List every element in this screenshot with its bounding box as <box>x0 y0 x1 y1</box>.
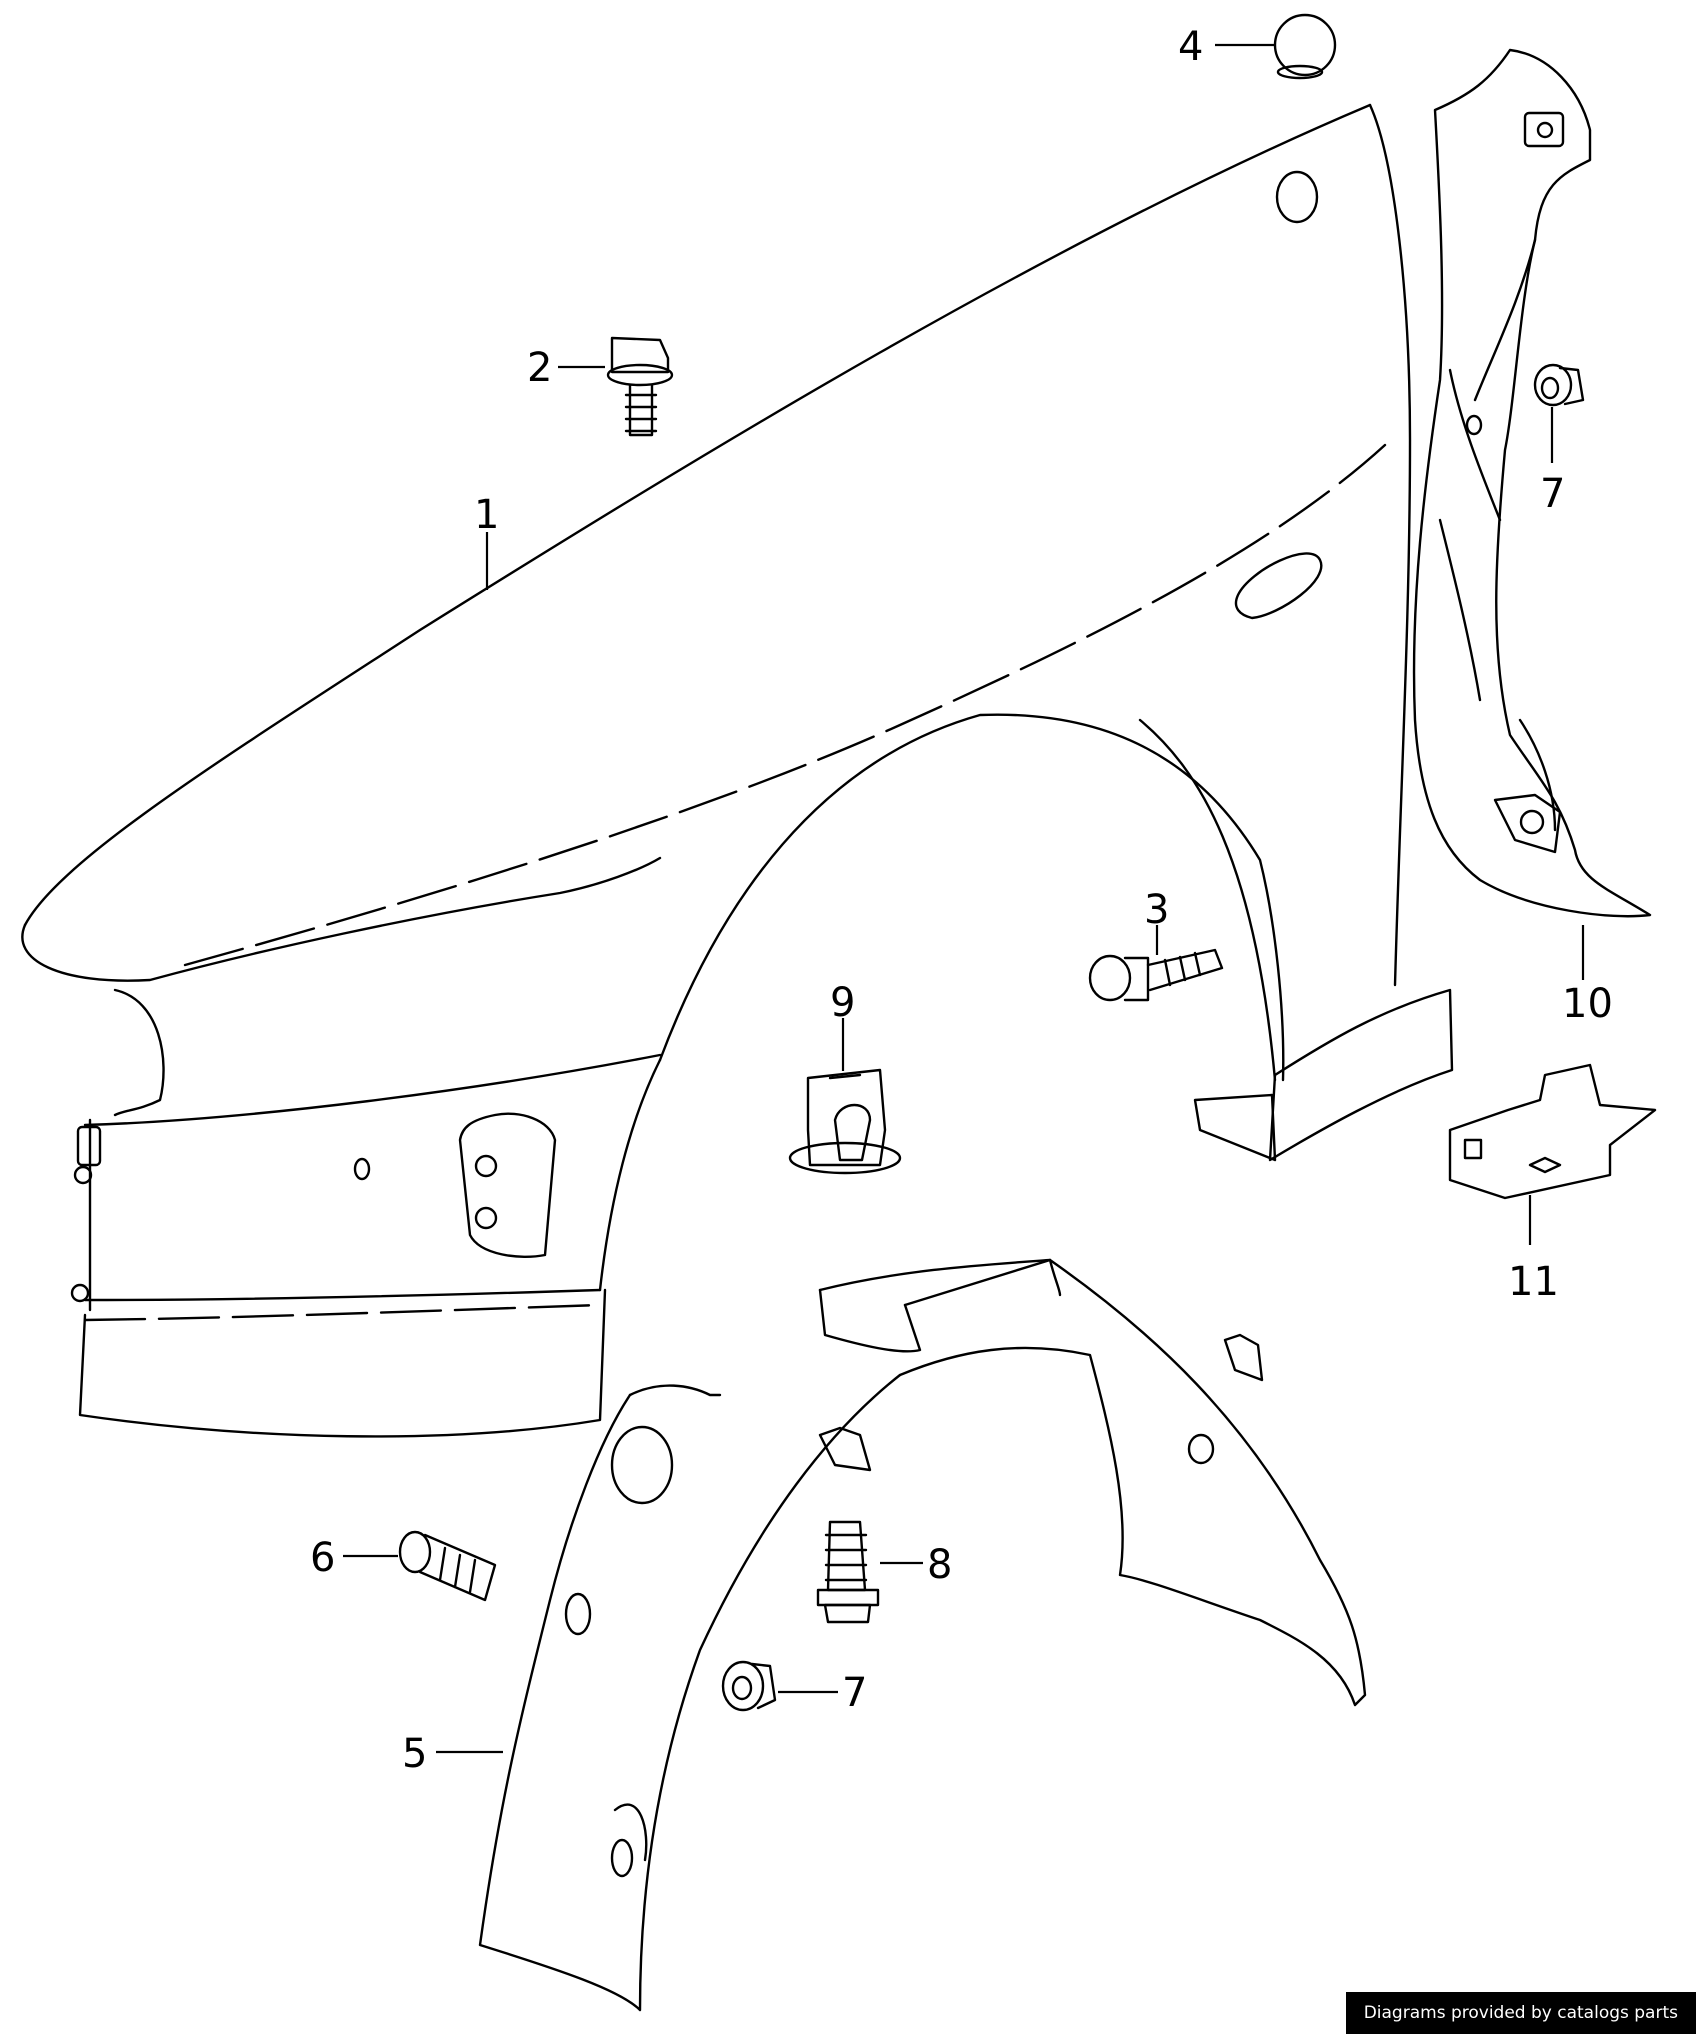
expanding-nut-upper <box>1533 363 1585 407</box>
callout-2: 2 <box>527 345 552 391</box>
callout-6: 6 <box>310 1535 335 1581</box>
callout-labels: 1 2 3 4 5 6 7 7 8 9 10 11 <box>310 24 1613 1777</box>
hex-flange-bolt <box>606 336 674 437</box>
liner-screw <box>816 1520 880 1624</box>
bracket-clip <box>1448 1063 1657 1200</box>
callout-leaders <box>343 43 1585 1754</box>
callout-7-upper: 7 <box>1540 471 1565 517</box>
spring-nut-clip <box>788 1068 902 1175</box>
callout-5: 5 <box>402 1731 427 1777</box>
callout-8: 8 <box>927 1542 952 1588</box>
callout-7-lower: 7 <box>842 1670 867 1716</box>
hex-bolt-3 <box>1088 948 1224 1002</box>
callout-1: 1 <box>474 492 499 538</box>
plug-cap <box>1273 13 1337 80</box>
wheel-housing-liner <box>478 1258 1367 2012</box>
fender-panel <box>21 103 1454 1438</box>
expanding-nut-lower <box>721 1660 777 1712</box>
diagram-credit: Diagrams provided by catalogs parts <box>1345 1992 1696 2034</box>
callout-4: 4 <box>1178 24 1203 70</box>
callout-9: 9 <box>830 980 855 1026</box>
callout-10: 10 <box>1562 981 1613 1027</box>
callout-3: 3 <box>1144 887 1169 933</box>
fender-support-bracket <box>1412 48 1652 918</box>
trim-screw <box>398 1530 497 1602</box>
callout-11: 11 <box>1508 1259 1559 1305</box>
